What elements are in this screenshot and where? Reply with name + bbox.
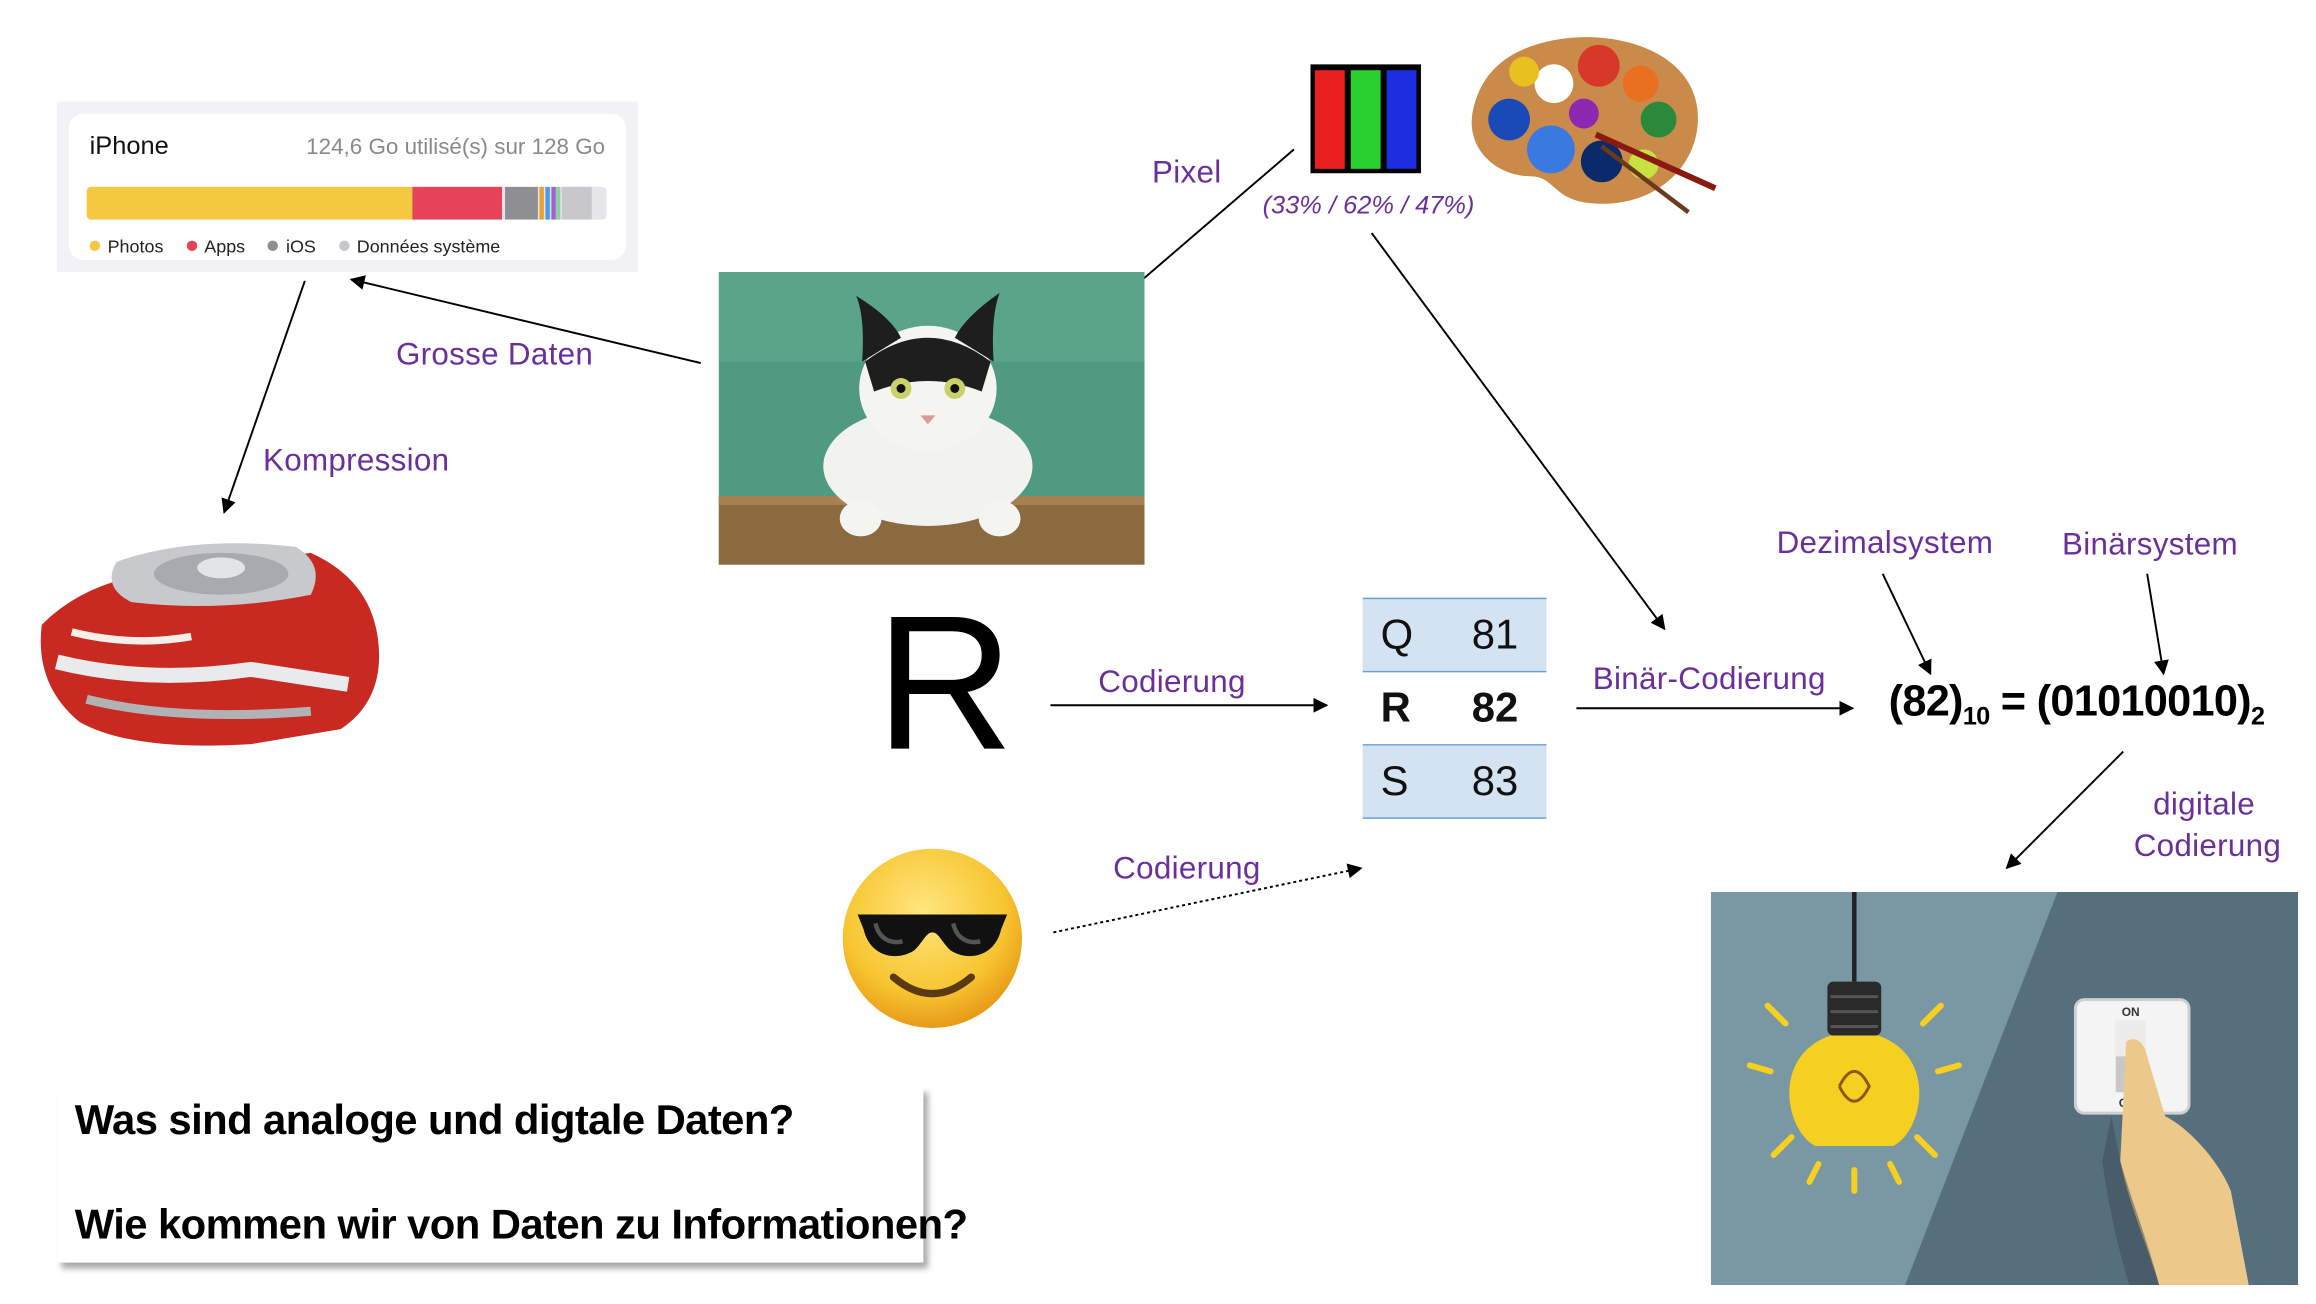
storage-card: iPhone 124,6 Go utilisé(s) sur 128 Go Ph…	[68, 113, 627, 260]
storage-system-segment	[561, 186, 592, 220]
label-dezimalsystem: Dezimalsystem	[1776, 525, 1994, 561]
arrow-rgb-to-binary	[1370, 232, 1666, 631]
table-row: R 82	[1362, 672, 1547, 746]
crushed-can-image	[40, 543, 380, 746]
table-code: 82	[1471, 684, 1519, 731]
big-letter: R	[875, 576, 1014, 791]
device-name: iPhone	[89, 131, 169, 160]
storage-usage: 124,6 Go utilisé(s) sur 128 Go	[306, 134, 606, 160]
storage-other-segment	[551, 186, 556, 220]
storage-photos-segment	[86, 186, 413, 220]
arrow-digitale-codierung	[2005, 750, 2124, 870]
table-code: 81	[1471, 611, 1519, 658]
table-row: Q 81	[1362, 597, 1547, 673]
table-code: 83	[1471, 757, 1519, 804]
label-codierung-emoji: Codierung	[1113, 851, 1261, 887]
binary-value: (01010010)	[2036, 678, 2252, 727]
decimal-binary-equation: (82)10 = (01010010)2	[1889, 678, 2265, 732]
table-row: S 83	[1362, 745, 1547, 819]
arrow-binaersystem	[2146, 573, 2169, 676]
legend-system: Données système	[356, 236, 501, 258]
decimal-base: 10	[1962, 702, 1991, 731]
label-rgb-values: (33% / 62% / 47%)	[1262, 191, 1475, 220]
equals-sign: =	[1989, 678, 2037, 727]
storage-ios-segment	[505, 186, 538, 220]
storage-other-segment	[545, 186, 550, 220]
paint-palette-image	[1471, 37, 1717, 214]
table-char: Q	[1380, 611, 1414, 658]
binary-base: 2	[2250, 702, 2265, 731]
arrow-kompression	[221, 280, 306, 514]
cat-photo	[718, 271, 1145, 565]
storage-other-segment	[539, 186, 544, 220]
iphone-storage-panel: iPhone 124,6 Go utilisé(s) sur 128 Go Ph…	[56, 101, 639, 272]
label-binaersystem: Binärsystem	[2061, 527, 2238, 562]
arrow-grosse-daten	[349, 275, 702, 365]
questions-box: Was sind analoge und digtale Daten? Wie …	[56, 1086, 968, 1263]
table-char: S	[1380, 757, 1409, 804]
question-1: Was sind analoge und digtale Daten?	[74, 1096, 795, 1144]
storage-apps-segment	[412, 186, 503, 220]
rgb-pixel-image	[1310, 64, 1421, 174]
label-kompression: Kompression	[262, 443, 450, 479]
decimal-value: (82)	[1888, 678, 1964, 727]
legend-photos: Photos	[107, 236, 164, 258]
label-pixel: Pixel	[1152, 155, 1222, 190]
arrow-dezimalsystem	[1881, 573, 1932, 676]
label-digitale: digitale	[2153, 787, 2255, 822]
label-grosse-daten: Grosse Daten	[395, 337, 594, 373]
legend-apps: Apps	[204, 236, 246, 258]
switch-on-label: ON	[2122, 1005, 2140, 1019]
sunglasses-emoji-icon	[842, 848, 1023, 1029]
label-codierung-digital: Codierung	[2133, 829, 2282, 864]
arrow-codierung-emoji	[1053, 863, 1363, 934]
storage-other-segment	[555, 186, 561, 220]
label-binaer-codierung: Binär-Codierung	[1592, 661, 1826, 697]
question-2: Wie kommen wir von Daten zu Informatione…	[74, 1201, 968, 1248]
light-switch-image: ON OFF	[1710, 892, 2299, 1286]
table-char: R	[1380, 684, 1411, 731]
legend-ios: iOS	[285, 236, 316, 258]
storage-bar	[86, 186, 607, 220]
label-codierung-r: Codierung	[1098, 664, 1246, 700]
code-table: Q 81 R 82 S 83	[1362, 597, 1547, 819]
storage-legend: Photos Apps iOS Données système	[89, 236, 519, 258]
